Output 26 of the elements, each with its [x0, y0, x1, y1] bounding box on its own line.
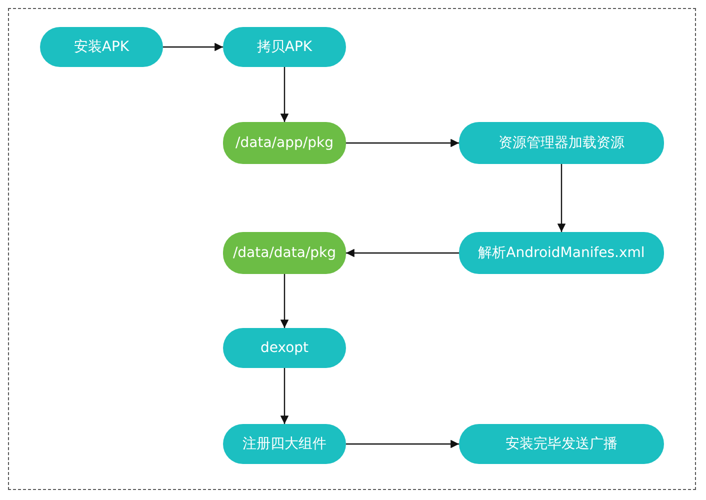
process-box	[459, 232, 664, 274]
process-box	[223, 122, 346, 164]
arrow	[280, 274, 289, 328]
arrow	[346, 248, 459, 258]
arrow	[163, 42, 223, 52]
arrow	[346, 138, 459, 148]
process-box	[40, 27, 163, 67]
process-box	[223, 232, 346, 274]
box-label: 资源管理器加载资源	[498, 134, 624, 152]
box-label: /data/app/pkg	[236, 135, 334, 151]
arrow	[280, 67, 289, 122]
arrow	[280, 368, 289, 424]
box-label: 解析AndroidManifes.xml	[478, 244, 645, 262]
box-label: 注册四大组件	[242, 435, 326, 453]
arrow	[557, 164, 566, 232]
arrow	[346, 440, 459, 448]
process-box	[459, 424, 664, 464]
box-label: 安装APK	[74, 38, 130, 56]
process-box	[223, 424, 346, 464]
process-box	[223, 27, 346, 67]
process-box	[459, 122, 664, 164]
process-box	[223, 328, 346, 368]
box-label: /data/data/pkg	[232, 245, 336, 261]
box-label: 安装完毕发送广播	[506, 435, 618, 453]
box-label: dexopt	[260, 340, 309, 356]
box-label: 拷贝APK	[256, 38, 312, 56]
